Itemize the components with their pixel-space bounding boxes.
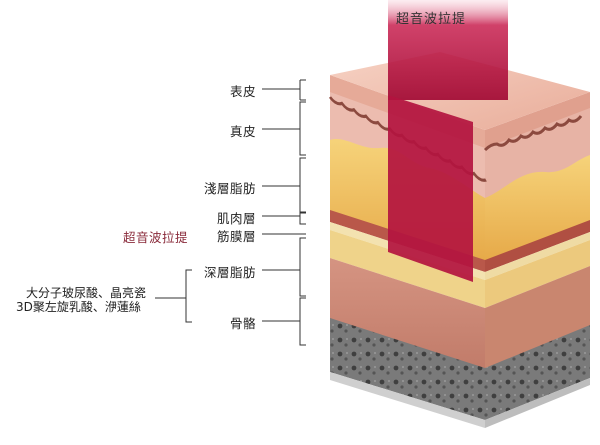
deep-fat-front [330, 230, 485, 308]
deep-tissue-front [330, 258, 485, 375]
bracket-epidermis [299, 79, 306, 101]
bone-front [330, 318, 485, 420]
bracket-superficial-fat [299, 157, 306, 213]
ultrasound-beam [388, 95, 473, 282]
bone-side [485, 325, 590, 420]
ultrasound-beam-upper [388, 0, 508, 100]
bracket-deep-fat [299, 237, 306, 297]
bracket-dermis [299, 101, 306, 156]
dermis-side [485, 108, 590, 205]
label-fillers-line2: 3D聚左旋乳酸、洢蓮絲 [16, 300, 141, 314]
label-deep-fat: 深層脂肪 [204, 265, 257, 280]
label-fillers-line1: 大分子玻尿酸、晶亮瓷 [26, 286, 147, 300]
label-dermis: 真皮 [230, 124, 257, 139]
label-fascia: 筋膜層 [217, 229, 257, 244]
superficial-fat-side [485, 155, 590, 262]
bracket-muscle [299, 212, 306, 225]
ultrasound-beam-label: 超音波拉提 [396, 12, 467, 27]
label-muscle: 肌肉層 [217, 211, 257, 226]
bracket-fillers [185, 269, 192, 323]
epidermis-side [485, 92, 590, 150]
label-ultrasound-lift: 超音波拉提 [123, 230, 189, 245]
label-superficial-fat: 淺層脂肪 [204, 181, 257, 196]
bracket-bone [299, 297, 306, 346]
label-epidermis: 表皮 [230, 84, 257, 99]
label-bone: 骨骼 [230, 316, 257, 331]
deep-tissue-side [485, 266, 590, 375]
